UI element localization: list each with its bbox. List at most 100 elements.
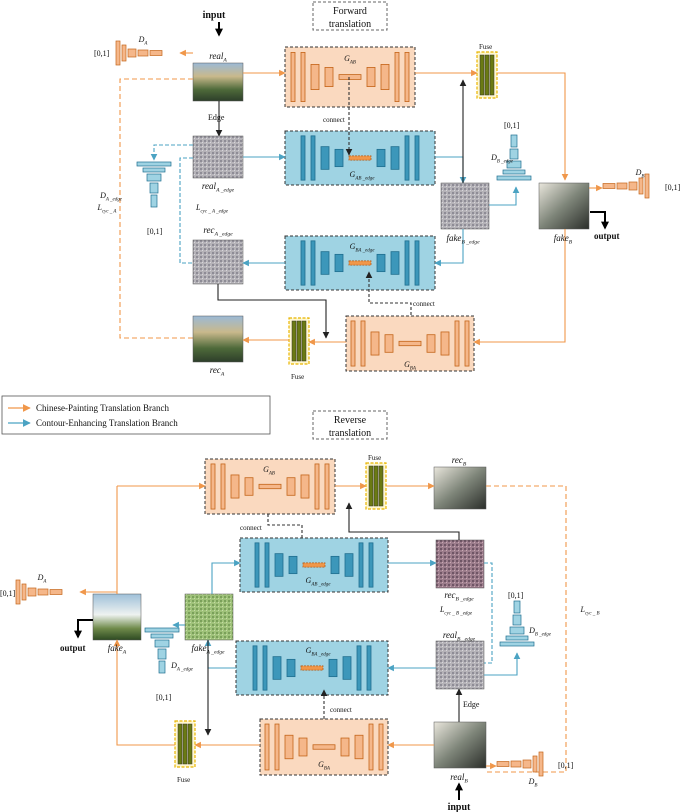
g-ab-edge-layer-8 bbox=[404, 135, 410, 181]
d-a-disc-layer-3 bbox=[127, 48, 137, 58]
d-b-edge-range: [0,1] bbox=[504, 121, 520, 130]
d-a-edge-rev-disc-layer-5 bbox=[158, 660, 166, 674]
fuse-top-rev-bar-1 bbox=[368, 465, 374, 507]
fuse-top-rev-bar-2 bbox=[373, 465, 379, 507]
rec-b-label: recB bbox=[452, 455, 467, 468]
d-b-edge-disc-layer-1 bbox=[510, 134, 518, 148]
output-arrow-rev bbox=[74, 619, 93, 639]
connect-bottom-rev: connect bbox=[330, 706, 352, 714]
g-ba-edge-rev-layer-2 bbox=[262, 645, 268, 691]
g-ba-label-main: G bbox=[404, 360, 410, 369]
d-a-edge-label: DA _edge bbox=[99, 191, 123, 203]
g-ab-edge-layer-1 bbox=[300, 135, 306, 181]
real-a-edge-to-daedge bbox=[150, 144, 193, 161]
g-ab-rev-label: GAB bbox=[263, 465, 275, 477]
l-cyc-b-label: Lcyc _ B bbox=[579, 605, 599, 617]
d-a-rev-disc-layer-5 bbox=[49, 589, 63, 595]
g-ab-rev-layer-1 bbox=[210, 463, 216, 510]
legend-blue-label: Contour-Enhancing Translation Branch bbox=[36, 418, 178, 428]
g-ba-edge-rev-label-main: G bbox=[306, 646, 312, 655]
real-a-label-subscript: A bbox=[222, 58, 227, 64]
forward-title-box bbox=[312, 1, 388, 31]
d-b-edge-rev-range: [0,1] bbox=[508, 591, 524, 600]
g-ab-edge-rev-label: GAB _edge bbox=[306, 576, 332, 588]
fakeb-to-gba bbox=[473, 229, 566, 346]
g-ba-edge-layer-9 bbox=[414, 240, 420, 286]
connect-gba-to-gba-edge bbox=[365, 271, 412, 315]
rec-a-edge-label: recA _edge bbox=[203, 225, 233, 238]
g-ab-rev-layer-6 bbox=[286, 477, 296, 496]
rec-a-label-main: rec bbox=[210, 365, 221, 375]
l-cyc-a-label-subscript: cyc _ A bbox=[102, 210, 117, 215]
g-ba-layer-6 bbox=[426, 334, 436, 353]
d-a-edge-rev-disc-layer-2 bbox=[150, 633, 174, 639]
g-ba-edge-rev-layer-6 bbox=[328, 658, 338, 678]
g-ba-edge-rev-label: GBA _edge bbox=[306, 646, 332, 658]
rec-b-edge-label-main: rec bbox=[444, 590, 455, 600]
g-ba-edge-label-subscript: BA _edge bbox=[355, 249, 375, 254]
fake-a-image bbox=[92, 593, 142, 641]
d-a-edge-range: [0,1] bbox=[147, 227, 163, 236]
real-b-edge-image bbox=[435, 640, 485, 690]
d-a-label-subscript: A bbox=[143, 42, 148, 47]
d-b-rev-disc-layer-3 bbox=[522, 759, 532, 769]
d-a-edge-rev-label: DA _edge bbox=[170, 661, 194, 673]
d-b-edge-label-subscript: B _edge bbox=[497, 160, 514, 165]
l-cyc-a-line bbox=[119, 78, 193, 339]
forward-title-line1: Forward bbox=[333, 6, 367, 17]
d-b-edge-rev-label-subscript: B _edge bbox=[535, 633, 552, 638]
l-cyc-b-edge-label-main: L bbox=[439, 605, 445, 614]
real-a-label: realA bbox=[209, 51, 227, 64]
gab-edge-to-fakeb-edge bbox=[435, 156, 467, 184]
g-ab-edge-rev-label-subscript: AB _edge bbox=[310, 583, 331, 588]
fake-b-label-main: fake bbox=[554, 233, 569, 243]
real-a-edge-image bbox=[192, 135, 244, 179]
g-ab-edge-rev-layer-2 bbox=[264, 542, 270, 588]
g-ab-layer-6 bbox=[366, 67, 376, 88]
g-ba-layer-8 bbox=[454, 320, 460, 367]
d-a-rev-disc-layer-3 bbox=[27, 587, 37, 597]
d-b-disc-layer-2 bbox=[616, 182, 628, 190]
d-b-disc-layer-5 bbox=[644, 173, 650, 199]
g-ba-edge-rev-layer-4 bbox=[286, 658, 296, 678]
d-a-disc-layer-4 bbox=[137, 49, 149, 57]
l-cyc-a-edge-label-main: L bbox=[195, 203, 201, 212]
d-a-edge-rev-range: [0,1] bbox=[156, 693, 172, 702]
fake-a-label: fakeA bbox=[108, 643, 127, 656]
g-ab-rev-layer-2 bbox=[220, 463, 226, 510]
g-ba-layer-9 bbox=[464, 320, 470, 367]
g-ab-layer-7 bbox=[380, 64, 390, 91]
d-b-disc-layer-3 bbox=[628, 181, 638, 191]
rec-b-label-subscript: B bbox=[463, 462, 467, 468]
g-ab-edge-layer-9 bbox=[414, 135, 420, 181]
fake-b-label: fakeB bbox=[554, 233, 573, 246]
g-ab-edge-rev-layer-7 bbox=[344, 553, 354, 577]
g-ab-rev-layer-8 bbox=[314, 463, 320, 510]
rec-a-image bbox=[192, 315, 244, 363]
g-ab-label: GAB bbox=[344, 54, 356, 66]
g-ab-edge-layer-2 bbox=[310, 135, 316, 181]
fake-b-label-subscript: B bbox=[569, 240, 573, 246]
g-ba-edge-label: GBA _edge bbox=[350, 242, 376, 254]
d-b-range: [0,1] bbox=[665, 183, 681, 192]
d-a-edge-rev-label-subscript: A _edge bbox=[176, 668, 194, 673]
fake-a-edge-label-main: fake bbox=[191, 643, 206, 653]
g-ba-rev-label-main: G bbox=[318, 760, 324, 769]
fuse-bottom-fwd-bar-2 bbox=[296, 320, 302, 362]
g-ab-layer-5 bbox=[338, 74, 362, 80]
connect-top-fwd: connect bbox=[323, 116, 345, 124]
g-ab-rev-layer-7 bbox=[300, 474, 310, 499]
g-ba-rev-label-subscript: BA bbox=[324, 767, 331, 772]
fuse-top-fwd-bar-2 bbox=[484, 54, 490, 96]
g-ba-edge-rev-layer-8 bbox=[356, 645, 362, 691]
legend-box bbox=[1, 395, 271, 435]
connect-gab-rev bbox=[267, 514, 306, 563]
d-a-edge-rev-disc-layer-4 bbox=[157, 648, 167, 660]
legend-orange-label: Chinese-Painting Translation Branch bbox=[36, 403, 169, 413]
edge-label-rev: Edge bbox=[463, 700, 480, 709]
d-b-disc-layer-4 bbox=[638, 177, 644, 195]
real-b-label-subscript: B bbox=[464, 779, 468, 785]
real-b-edge-to-dbedge bbox=[484, 652, 521, 676]
g-ba-edge-rev-layer-5 bbox=[300, 665, 324, 671]
d-b-edge-rev-label-main: D bbox=[528, 626, 535, 635]
